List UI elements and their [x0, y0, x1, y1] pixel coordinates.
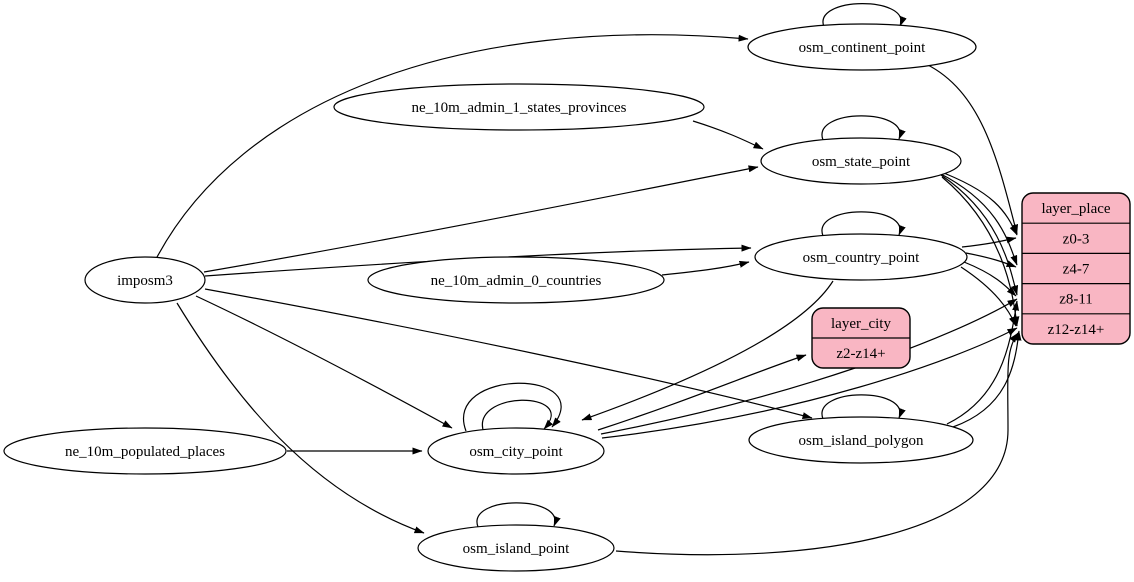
edge-imposm3-to-osm_city_point [195, 295, 453, 429]
edge-osm_country_point-to-layer_place-z8-11 [963, 261, 1017, 297]
node-label-ne_10m_admin_1_states_provinces: ne_10m_admin_1_states_provinces [412, 100, 627, 116]
edge-osm_island_polygon-to-layer_place-z12-z14+ [952, 330, 1022, 428]
node-label-ne_10m_populated_places: ne_10m_populated_places [65, 444, 225, 460]
record-row-label-layer_place-2: z4-7 [1063, 262, 1090, 278]
node-osm_country_point: osm_country_point [754, 233, 968, 281]
node-ne_10m_admin_0_countries: ne_10m_admin_0_countries [367, 256, 665, 304]
edge-osm_continent_point-to-layer_place-z0-3 [925, 63, 1019, 235]
node-shape-osm_continent_point [747, 23, 977, 71]
node-label-osm_island_polygon: osm_island_polygon [798, 433, 924, 449]
record-row-label-layer_city-1: z2-z14+ [836, 346, 885, 362]
edge-osm_country_point-to-layer_place-z12-z14+ [960, 266, 1017, 327]
node-osm_city_point: osm_city_point [427, 427, 605, 475]
node-shape-osm_island_polygon [748, 416, 974, 464]
node-ne_10m_admin_1_states_provinces: ne_10m_admin_1_states_provinces [333, 83, 705, 131]
node-shape-osm_country_point [754, 233, 968, 281]
node-label-imposm3: imposm3 [117, 273, 173, 289]
edge-osm_state_point-to-layer_place-z8-11 [940, 174, 1019, 296]
edge-ne_10m_admin_1_states_provinces-to-osm_state_point [692, 120, 764, 150]
edge-osm_country_point-to-layer_place-z0-3 [961, 236, 1017, 248]
self-loop-osm_island_polygon [821, 394, 906, 420]
edge-osm_country_point-to-osm_city_point [581, 280, 834, 421]
record-box-layer_place [1021, 192, 1131, 345]
self-loop-osm_city_point-2 [481, 399, 554, 434]
edge-osm_island_polygon-to-layer_place-z8-11 [946, 300, 1020, 425]
self-loop-osm_island_point [476, 502, 561, 528]
node-osm_island_point: osm_island_point [417, 524, 615, 572]
node-label-ne_10m_admin_0_countries: ne_10m_admin_0_countries [431, 273, 602, 289]
node-shape-osm_island_point [417, 524, 615, 572]
record-row-label-layer_place-0: layer_place [1041, 201, 1110, 217]
node-label-osm_country_point: osm_country_point [803, 250, 920, 266]
edge-osm_city_point-to-layer_city-z2-z14+ [597, 354, 807, 431]
edge-osm_city_point-to-layer_place-z12-z14+ [601, 327, 1018, 439]
self-loop-osm_continent_point [822, 3, 907, 28]
node-shape-ne_10m_admin_0_countries [367, 256, 665, 304]
edge-imposm3-to-osm_island_polygon [204, 288, 813, 419]
self-loop-osm_state_point [821, 115, 906, 141]
record-row-label-layer_city-0: layer_city [831, 316, 891, 332]
node-osm_state_point: osm_state_point [760, 137, 962, 185]
edge-osm_country_point-to-layer_place-z4-7 [965, 252, 1017, 268]
node-shape-osm_state_point [760, 137, 962, 185]
node-osm_continent_point: osm_continent_point [747, 23, 977, 71]
edge-osm_state_point-to-layer_place-z0-3 [935, 169, 1018, 236]
record-row-label-layer_place-3: z8-11 [1059, 292, 1093, 308]
edge-ne_10m_admin_0_countries-to-osm_country_point [661, 260, 750, 276]
node-imposm3: imposm3 [84, 256, 206, 304]
edge-imposm3-to-osm_continent_point [155, 34, 749, 260]
node-layer_place: layer_place z0-3 z4-7 z8-11 z12-z14+ [1021, 192, 1131, 345]
node-osm_island_polygon: osm_island_polygon [748, 416, 974, 464]
self-loop-osm_city_point-1 [463, 382, 562, 432]
edge-osm_island_point-to-layer_place-z12-z14+ [615, 332, 1019, 556]
edge-imposm3-to-osm_state_point [203, 165, 759, 273]
node-label-osm_continent_point: osm_continent_point [799, 40, 926, 56]
node-shape-osm_city_point [427, 427, 605, 475]
edge-osm_city_point-to-layer_place-z8-11 [600, 298, 1018, 435]
node-label-osm_island_point: osm_island_point [463, 541, 571, 557]
record-row-label-layer_place-4: z12-z14+ [1048, 322, 1105, 338]
edge-osm_state_point-to-layer_place-z4-7 [938, 172, 1018, 266]
node-ne_10m_populated_places: ne_10m_populated_places [3, 427, 287, 475]
self-loop-osm_country_point [821, 211, 906, 237]
node-label-osm_state_point: osm_state_point [812, 154, 911, 170]
node-layer_city: layer_city z2-z14+ [811, 307, 911, 369]
node-shape-imposm3 [84, 256, 206, 304]
edge-imposm3-to-osm_island_point [176, 302, 425, 534]
node-shape-ne_10m_admin_1_states_provinces [333, 83, 705, 131]
node-shape-ne_10m_populated_places [3, 427, 287, 475]
record-row-label-layer_place-1: z0-3 [1063, 231, 1090, 247]
node-label-osm_city_point: osm_city_point [469, 444, 563, 460]
